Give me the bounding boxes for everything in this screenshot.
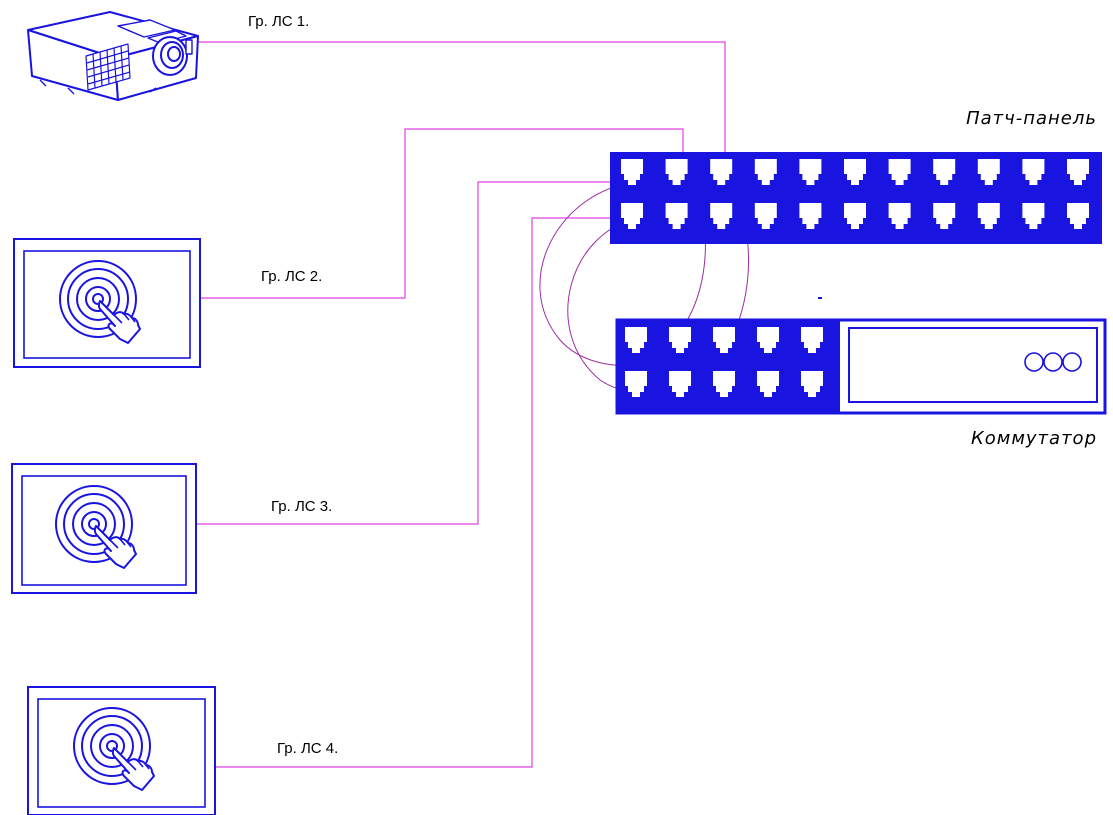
line-label-4: Гр. ЛС 4. (277, 740, 338, 757)
network-switch (615, 318, 1107, 415)
line-label-3: Гр. ЛС 3. (271, 498, 332, 515)
touch-panel-2 (11, 463, 197, 594)
switch-label: Коммутатор (971, 428, 1097, 449)
cable-line-1 (195, 41, 726, 168)
projector-icon (27, 11, 199, 101)
patch-panel-label: Патч-панель (966, 108, 1097, 129)
touch-panel-3 (27, 686, 216, 815)
cable-line-3 (195, 181, 638, 525)
marker-dot (818, 297, 822, 299)
cable-line-2 (200, 128, 684, 299)
cable-lines (195, 41, 726, 768)
status-lights-icon (1024, 352, 1082, 372)
patch-panel (610, 152, 1102, 244)
cable-line-4 (215, 217, 638, 768)
line-label-1: Гр. ЛС 1. (248, 13, 309, 30)
line-label-2: Гр. ЛС 2. (261, 268, 322, 285)
touch-panel-1 (13, 238, 201, 368)
